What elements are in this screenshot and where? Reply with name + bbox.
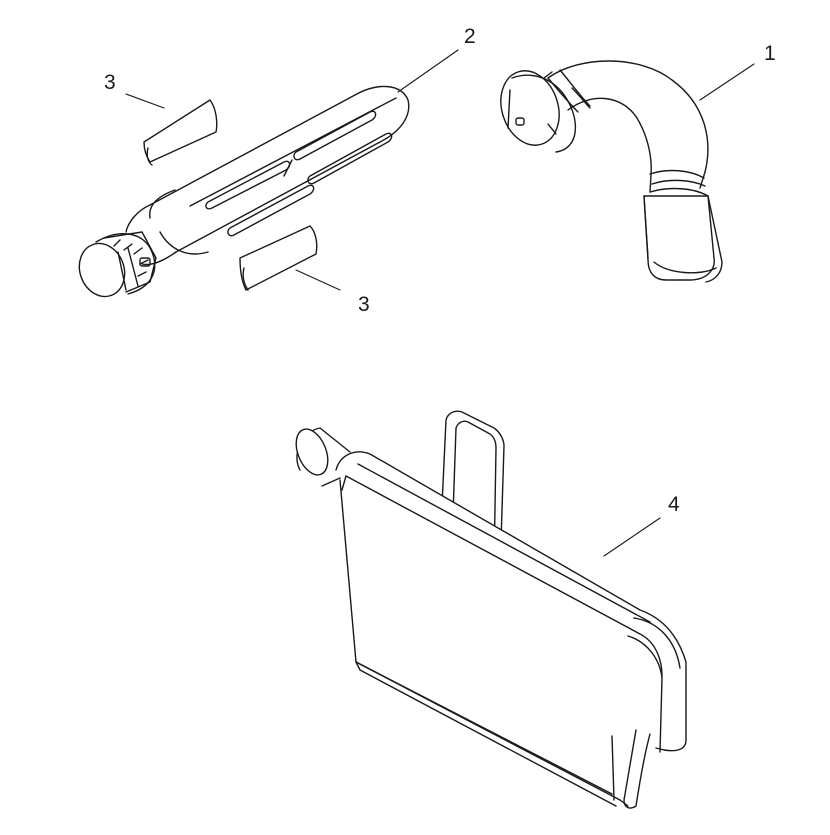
callout-part-1: 1 [764,42,776,65]
callout-part-3-lower: 3 [358,293,370,316]
adhesive-strip-upper [144,100,217,165]
floor-brush [290,411,686,808]
elbow-nozzle [492,61,722,282]
callout-part-2: 2 [464,25,476,48]
adhesive-strip-lower [240,226,317,290]
callout-part-3-upper: 3 [104,71,116,94]
crevice-tube [72,86,409,302]
leader-line-1 [699,63,755,101]
leader-line-4 [603,517,661,557]
leader-line-3-upper [125,93,165,109]
leader-line-2 [397,49,459,93]
leader-line-3-lower [295,269,341,291]
callout-part-4: 4 [668,493,680,516]
leader-lines [125,49,755,557]
